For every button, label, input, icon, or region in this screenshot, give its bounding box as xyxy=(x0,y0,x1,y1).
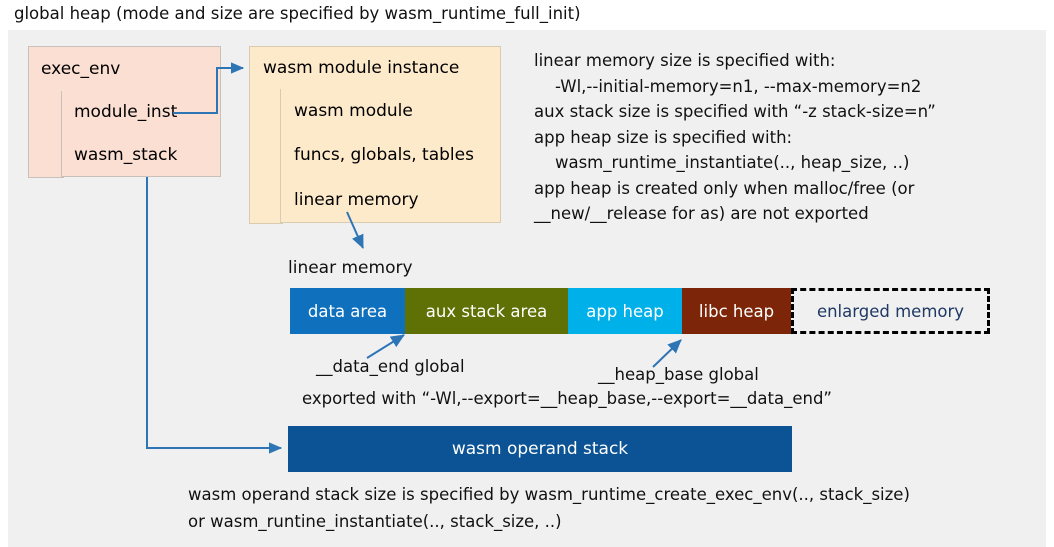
memory-segment-enlarged-memory: enlarged memory xyxy=(791,288,990,334)
wasm-module-instance-box: wasm module instance wasm module funcs, … xyxy=(249,46,501,224)
exec-env-field-module-inst: module_inst xyxy=(61,91,221,134)
memory-segment-libc-heap: libc heap xyxy=(682,288,791,334)
annotation-exported-with: exported with “-Wl,--export=__heap_base,… xyxy=(302,389,832,408)
module-instance-header: wasm module instance xyxy=(249,46,501,90)
module-instance-field-wasm-module: wasm module xyxy=(280,89,501,134)
operand-stack-notes: wasm operand stack size is specified by … xyxy=(188,485,910,531)
module-instance-field-linear-memory: linear memory xyxy=(280,177,501,223)
annotation-heap-base-global: __heap_base global xyxy=(598,365,759,384)
wasm-operand-stack-bar: wasm operand stack xyxy=(288,426,792,472)
exec-env-field-wasm-stack: wasm_stack xyxy=(61,133,221,177)
module-instance-field-funcs-globals-tables: funcs, globals, tables xyxy=(280,133,501,178)
memory-segment-app-heap: app heap xyxy=(568,288,682,334)
exec-env-box: exec_env module_inst wasm_stack xyxy=(28,46,221,178)
module-instance-indent-column xyxy=(249,89,283,224)
exec-env-indent-column xyxy=(28,91,64,178)
memory-segment-aux-stack-area: aux stack area xyxy=(405,288,568,334)
linear-memory-bar: data area aux stack area app heap libc h… xyxy=(290,288,990,334)
memory-segment-data-area: data area xyxy=(290,288,405,334)
linear-memory-label: linear memory xyxy=(288,258,413,278)
page-title: global heap (mode and size are specified… xyxy=(14,4,581,23)
exec-env-header: exec_env xyxy=(28,46,221,92)
annotation-data-end-global: __data_end global xyxy=(316,357,465,376)
linear-memory-notes: linear memory size is specified with: -W… xyxy=(534,51,936,223)
